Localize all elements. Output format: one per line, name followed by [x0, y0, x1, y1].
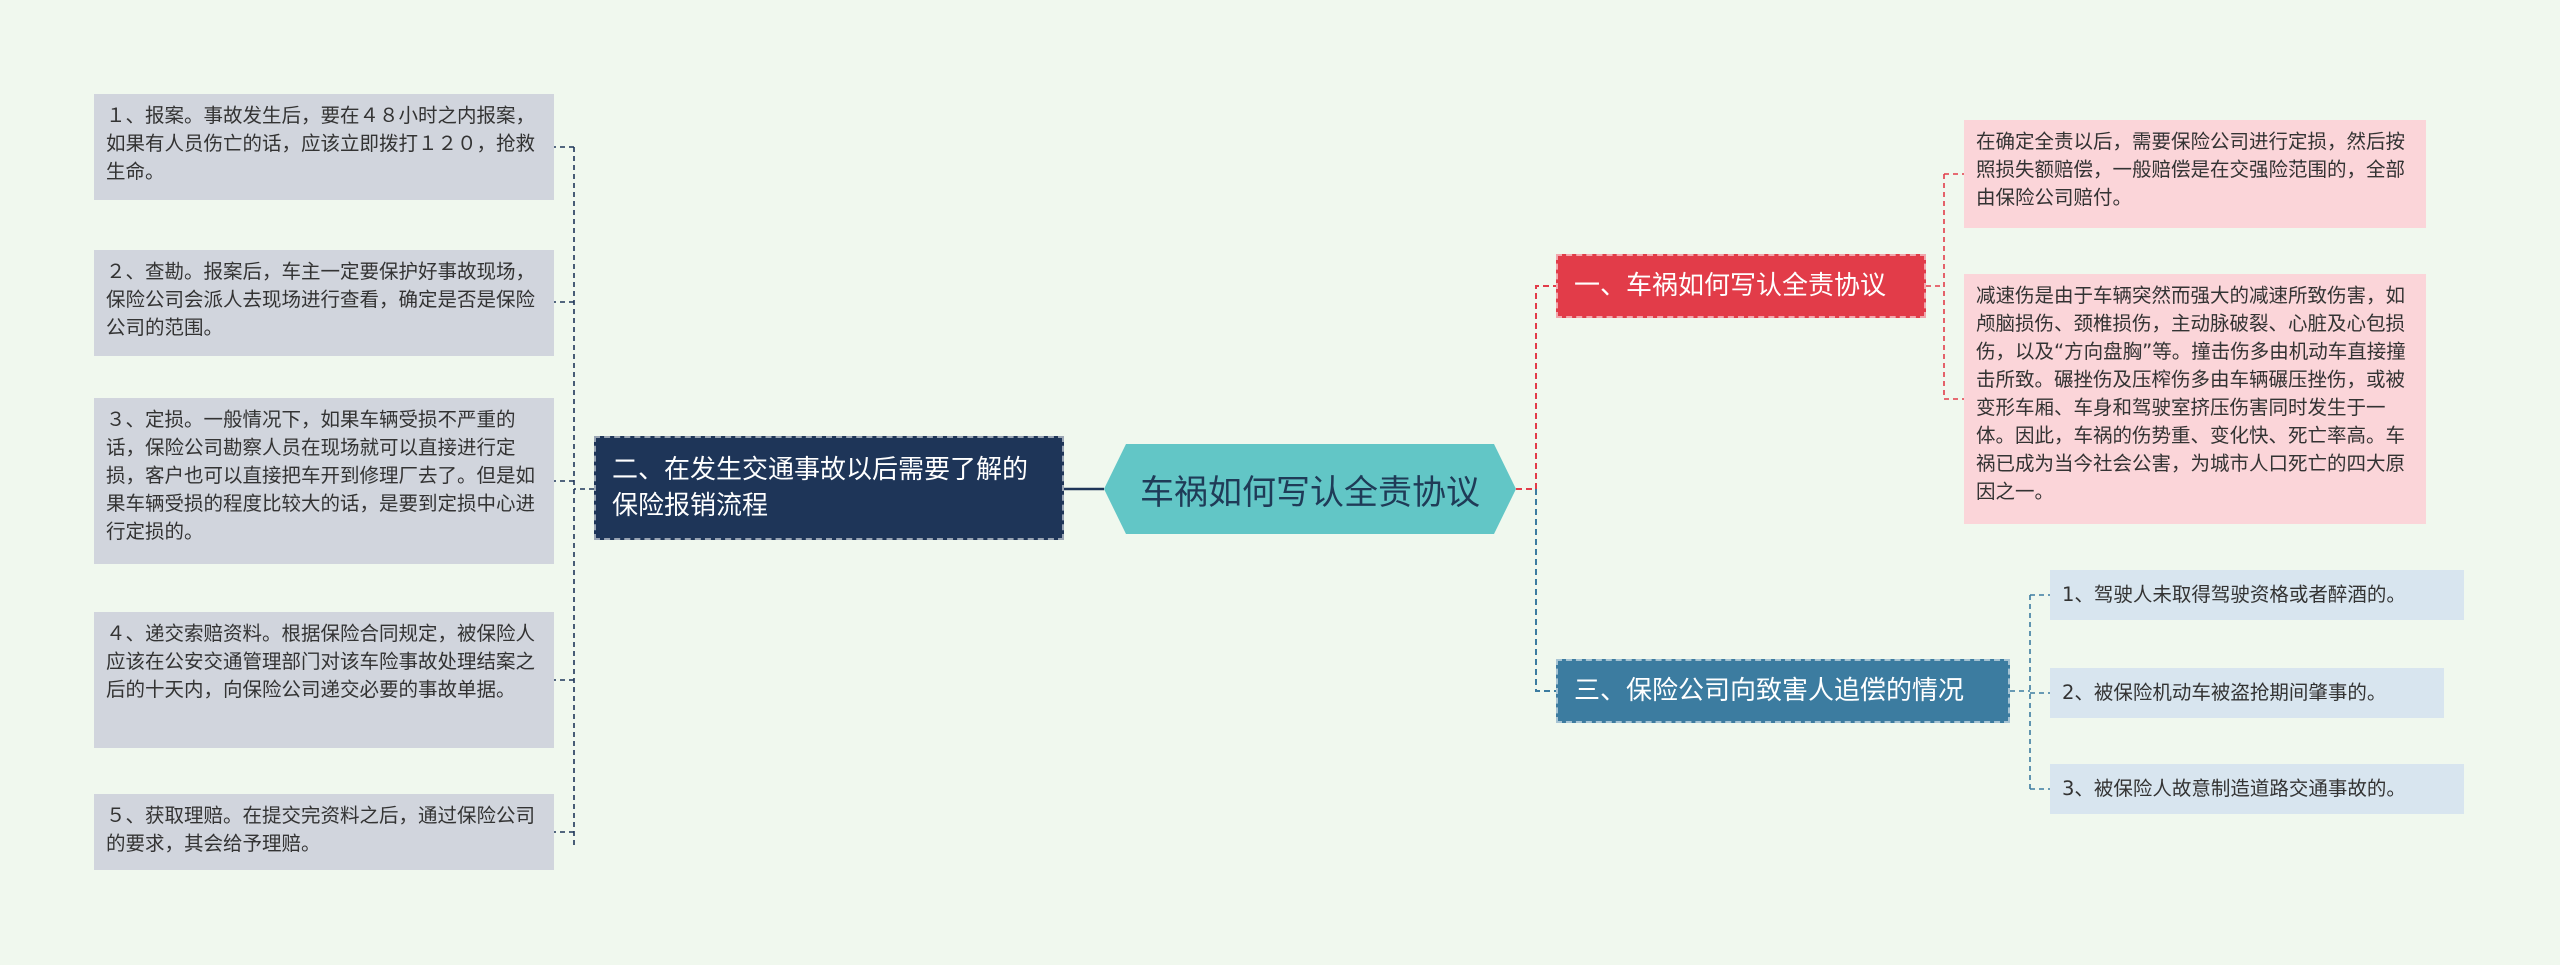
leaf-text: 减速伤是由于车辆突然而强大的减速所致伤害，如颅脑损伤、颈椎损伤，主动脉破裂、心脏…: [1976, 284, 2406, 503]
branch-insurer-recovery[interactable]: 三、保险公司向致害人追偿的情况: [1556, 659, 2010, 723]
leaf-survey[interactable]: ２、查勘。报案后，车主一定要保护好事故现场，保险公司会派人去现场进行查看，确定是…: [94, 250, 554, 356]
leaf-text: ４、递交索赔资料。根据保险合同规定，被保险人应该在公安交通管理部门对该车险事故处…: [106, 622, 536, 701]
leaf-text: １、报案。事故发生后，要在４８小时之内报案，如果有人员伤亡的话，应该立即拨打１２…: [106, 104, 536, 183]
branch-full-liability-agreement[interactable]: 一、车祸如何写认全责协议: [1556, 254, 1926, 318]
leaf-text: ２、查勘。报案后，车主一定要保护好事故现场，保险公司会派人去现场进行查看，确定是…: [106, 260, 536, 339]
leaf-text: ３、定损。一般情况下，如果车辆受损不严重的话，保险公司勘察人员在现场就可以直接进…: [106, 408, 536, 543]
leaf-intentional-accident[interactable]: 3、被保险人故意制造道路交通事故的。: [2050, 764, 2464, 814]
leaf-stolen-vehicle[interactable]: 2、被保险机动车被盗抢期间肇事的。: [2050, 668, 2444, 718]
leaf-text: 3、被保险人故意制造道路交通事故的。: [2062, 777, 2406, 800]
link-root-right1: [1516, 285, 1556, 490]
leaf-text: ５、获取理赔。在提交完资料之后，通过保险公司的要求，其会给予理赔。: [106, 804, 536, 855]
leaf-submit-documents[interactable]: ４、递交索赔资料。根据保险合同规定，被保险人应该在公安交通管理部门对该车险事故处…: [94, 612, 554, 748]
leaf-report[interactable]: １、报案。事故发生后，要在４８小时之内报案，如果有人员伤亡的话，应该立即拨打１２…: [94, 94, 554, 200]
root-topic[interactable]: 车祸如何写认全责协议: [1104, 444, 1516, 534]
link-root-right3: [1535, 489, 1556, 692]
branch-label: 一、车祸如何写认全责协议: [1574, 271, 1887, 301]
branch-label: 三、保险公司向致害人追偿的情况: [1574, 676, 1965, 706]
leaf-injury-description[interactable]: 减速伤是由于车辆突然而强大的减速所致伤害，如颅脑损伤、颈椎损伤，主动脉破裂、心脏…: [1964, 274, 2426, 524]
leaf-liability-compensation[interactable]: 在确定全责以后，需要保险公司进行定损，然后按照损失额赔偿，一般赔偿是在交强险范围…: [1964, 120, 2426, 228]
branch-label: 二、在发生交通事故以后需要了解的保险报销流程: [612, 455, 1029, 521]
link-right3-leaves: [2010, 594, 2050, 790]
root-topic-label: 车祸如何写认全责协议: [1140, 472, 1480, 513]
link-left-leaves: [554, 146, 594, 845]
leaf-get-compensation[interactable]: ５、获取理赔。在提交完资料之后，通过保险公司的要求，其会给予理赔。: [94, 794, 554, 870]
leaf-text: 在确定全责以后，需要保险公司进行定损，然后按照损失额赔偿，一般赔偿是在交强险范围…: [1976, 130, 2406, 209]
leaf-text: 1、驾驶人未取得驾驶资格或者醉酒的。: [2062, 583, 2406, 606]
leaf-assessment[interactable]: ３、定损。一般情况下，如果车辆受损不严重的话，保险公司勘察人员在现场就可以直接进…: [94, 398, 554, 564]
leaf-unlicensed-or-drunk[interactable]: 1、驾驶人未取得驾驶资格或者醉酒的。: [2050, 570, 2464, 620]
leaf-text: 2、被保险机动车被盗抢期间肇事的。: [2062, 681, 2387, 704]
branch-insurance-claim-process[interactable]: 二、在发生交通事故以后需要了解的保险报销流程: [594, 436, 1064, 540]
link-right1-leaves: [1926, 173, 1964, 400]
